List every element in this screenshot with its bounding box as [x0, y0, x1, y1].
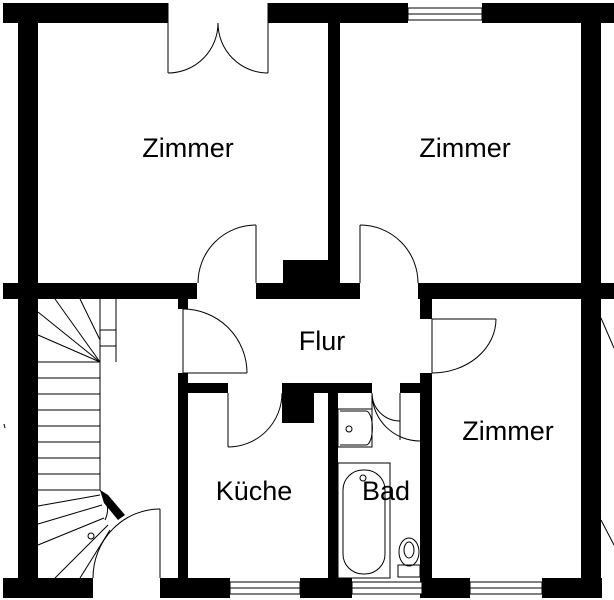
room-label-flur: Flur — [299, 326, 346, 356]
room-label-zimmer-top-left: Zimmer — [142, 133, 233, 163]
bathroom-fixtures — [337, 408, 421, 579]
exterior-walls — [3, 3, 614, 598]
room-label-kueche: Küche — [216, 476, 293, 506]
doors — [92, 3, 497, 579]
double-door-top — [167, 3, 269, 74]
door-stair — [182, 308, 248, 374]
sink-icon — [337, 408, 373, 448]
edge-marks — [3, 317, 614, 546]
windows — [229, 7, 543, 595]
room-label-bad: Bad — [362, 476, 410, 506]
toilet-icon — [397, 537, 421, 578]
room-label-zimmer-bottom-right: Zimmer — [462, 416, 553, 446]
staircase — [37, 298, 125, 579]
interior-walls — [3, 3, 614, 598]
door-zimmer-top-left — [197, 224, 257, 284]
door-zimmer-bottom-right — [431, 318, 497, 374]
door-kueche — [227, 392, 283, 448]
room-label-zimmer-top-right: Zimmer — [419, 133, 510, 163]
door-entrance — [92, 508, 161, 579]
door-zimmer-top-right — [359, 224, 419, 284]
door-bad — [371, 392, 421, 442]
room-labels: Zimmer Zimmer Flur Zimmer Küche Bad — [142, 133, 553, 506]
bathtub-icon — [337, 462, 391, 579]
